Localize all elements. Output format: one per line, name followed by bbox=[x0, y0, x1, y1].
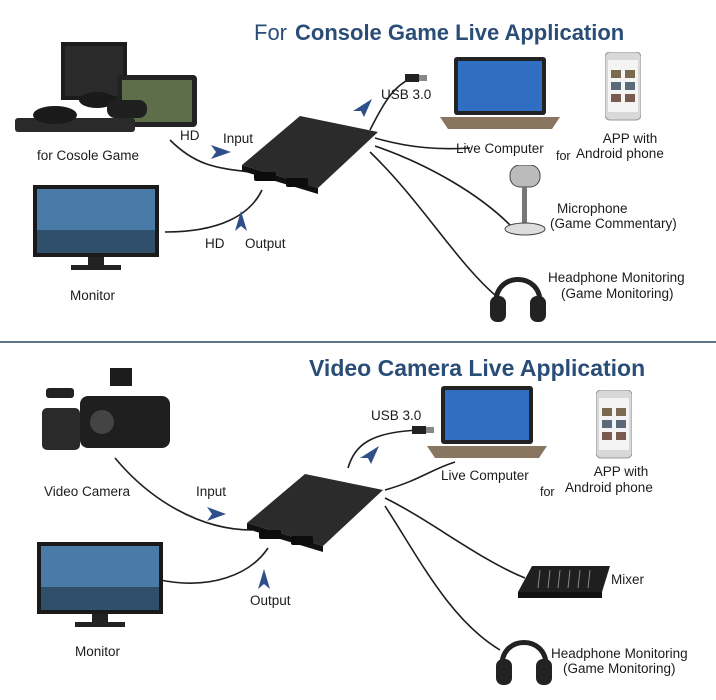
video-camera-icon bbox=[42, 368, 170, 450]
headphone-label-line2-bottom: (Game Monitoring) bbox=[563, 661, 676, 676]
app-label-line2-bottom: Android phone bbox=[565, 480, 653, 495]
game-console-icon bbox=[15, 42, 197, 132]
microphone-label-line2: (Game Commentary) bbox=[550, 216, 677, 231]
headphone-label-line2: (Game Monitoring) bbox=[561, 286, 674, 301]
laptop-icon bbox=[440, 57, 560, 129]
microphone-label-line1: Microphone bbox=[557, 201, 628, 216]
app-label-line1: APP with bbox=[602, 131, 658, 146]
usb-plug-icon bbox=[405, 74, 427, 82]
input-label: Input bbox=[223, 131, 254, 146]
live-computer-label: Live Computer bbox=[456, 141, 544, 156]
android-phone-icon bbox=[605, 52, 641, 121]
android-phone-icon-bottom bbox=[596, 390, 632, 459]
console-label: for Cosole Game bbox=[37, 148, 140, 163]
laptop-icon-bottom bbox=[427, 386, 547, 458]
usb-plug-icon-bottom bbox=[412, 426, 434, 434]
headphones-icon bbox=[490, 277, 546, 322]
app-label-line1-bottom: APP with bbox=[593, 464, 649, 479]
hd-output-label: HD bbox=[205, 236, 225, 251]
mixer-label: Mixer bbox=[611, 572, 644, 587]
usb-label: USB 3.0 bbox=[381, 87, 432, 102]
output-label: Output bbox=[245, 236, 286, 251]
output-label-bottom: Output bbox=[250, 593, 291, 608]
monitor-icon-bottom bbox=[37, 542, 163, 627]
app-for-label-bottom: for bbox=[540, 485, 555, 499]
monitor-label-bottom: Monitor bbox=[75, 644, 121, 659]
section-title-camera: Video Camera Live Application bbox=[309, 355, 646, 381]
usb-label-bottom: USB 3.0 bbox=[371, 408, 422, 423]
hd-input-label: HD bbox=[180, 128, 200, 143]
headphone-label-line1: Headphone Monitoring bbox=[548, 270, 685, 285]
headphones-icon-bottom bbox=[496, 640, 552, 685]
direction-arrows bbox=[207, 99, 379, 589]
section-divider bbox=[0, 341, 716, 343]
live-computer-label-bottom: Live Computer bbox=[441, 468, 529, 483]
capture-card-icon bbox=[242, 116, 378, 194]
monitor-label: Monitor bbox=[70, 288, 116, 303]
mixer-icon bbox=[518, 566, 610, 598]
input-label-bottom: Input bbox=[196, 484, 227, 499]
monitor-icon bbox=[33, 185, 159, 270]
microphone-icon bbox=[504, 165, 546, 236]
app-for-label: for bbox=[556, 149, 571, 163]
capture-card-icon-bottom bbox=[247, 474, 383, 552]
app-label-line2: Android phone bbox=[576, 146, 664, 161]
headphone-label-line1-bottom: Headphone Monitoring bbox=[551, 646, 688, 661]
camera-label: Video Camera bbox=[44, 484, 131, 499]
